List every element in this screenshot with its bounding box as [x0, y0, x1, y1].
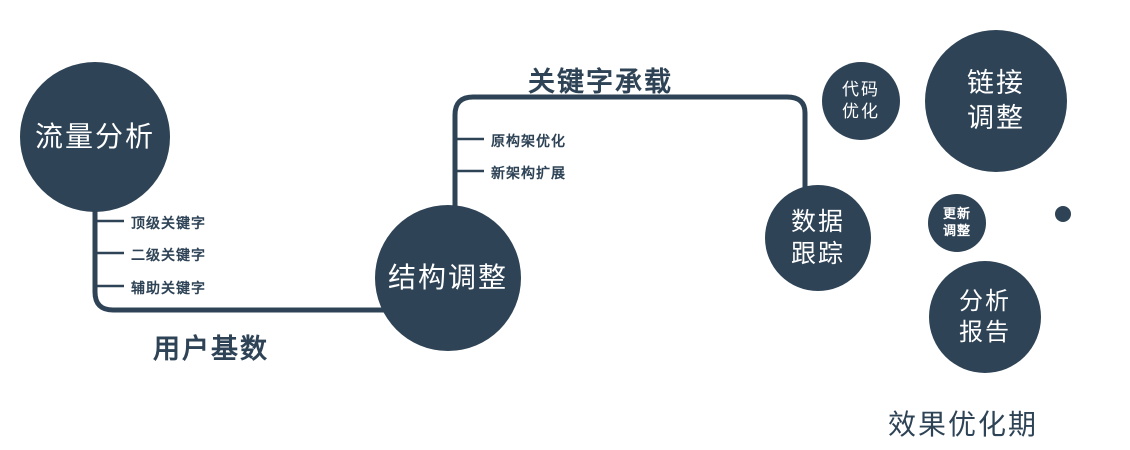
node-update-adjustment: 更新 调整 — [928, 194, 986, 252]
node-structure-adjustment-label: 结构调整 — [387, 261, 508, 293]
node-update-adjustment-line1: 更新 — [942, 206, 971, 222]
branch-label-new-arch-expansion: 新架构扩展 — [491, 165, 566, 181]
node-traffic-analysis-label: 流量分析 — [34, 120, 155, 152]
edge-label-keyword-carry: 关键字承载 — [528, 67, 673, 97]
node-analysis-report-line1: 分析 — [959, 287, 1011, 315]
node-data-tracking-line1: 数据 — [790, 207, 845, 236]
node-code-optimization: 代码 优化 — [822, 62, 900, 140]
footer-label-effect-optimization-period: 效果优化期 — [888, 409, 1039, 440]
edge-label-user-base: 用户基数 — [153, 334, 269, 364]
node-analysis-report-line2: 报告 — [959, 319, 1011, 346]
branch-label-aux-keywords: 辅助关键字 — [131, 280, 206, 296]
connector-user-base-path — [92, 205, 440, 313]
node-update-adjustment-line2: 调整 — [942, 223, 971, 238]
node-analysis-report: 分析 报告 — [929, 261, 1041, 373]
node-traffic-analysis: 流量分析 — [20, 62, 170, 212]
branch-label-top-keywords: 顶级关键字 — [131, 215, 206, 231]
connector-keyword-carry-path — [452, 94, 808, 215]
node-link-adjustment: 链接 调整 — [925, 30, 1067, 172]
node-data-tracking: 数据 跟踪 — [765, 185, 871, 291]
node-link-adjustment-line1: 链接 — [967, 67, 1025, 98]
node-code-optimization-line1: 代码 — [842, 79, 880, 99]
node-code-optimization-line2: 优化 — [842, 102, 880, 121]
branch-label-original-arch-optimization: 原构架优化 — [491, 133, 566, 149]
dot-marker — [1055, 206, 1071, 222]
node-structure-adjustment: 结构调整 — [375, 205, 521, 351]
node-link-adjustment-line2: 调整 — [967, 103, 1025, 133]
branch-label-second-keywords: 二级关键字 — [131, 247, 206, 263]
node-data-tracking-line2: 跟踪 — [790, 240, 845, 268]
